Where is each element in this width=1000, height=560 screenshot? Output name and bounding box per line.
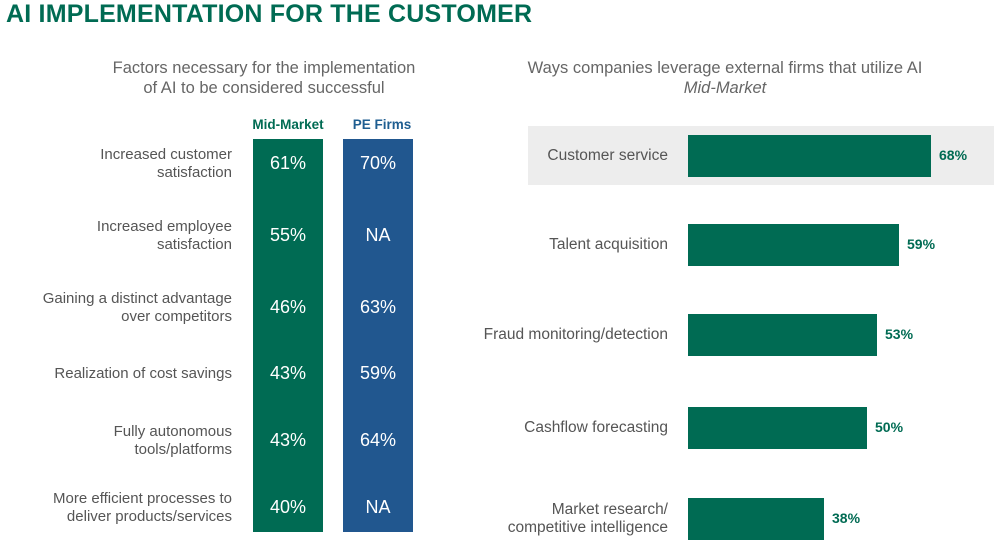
- bar: [688, 135, 931, 177]
- row-label-line: satisfaction: [156, 164, 232, 181]
- pe-firms-column-bar: [343, 139, 413, 532]
- pe-firms-value: 59%: [359, 363, 397, 383]
- bar-value-label: 53%: [885, 326, 914, 342]
- bar-category-label-line: competitive intelligence: [507, 519, 668, 536]
- pe-firms-value: 63%: [359, 297, 397, 317]
- column-header-pe-firms: PE Firms: [352, 117, 412, 132]
- row-label-line: tools/platforms: [134, 441, 232, 458]
- bar-value-label: 68%: [939, 147, 968, 163]
- pe-firms-value: NA: [365, 497, 391, 517]
- mid-market-value: 43%: [269, 430, 307, 450]
- right-chart-title: Ways companies leverage external firms t…: [500, 58, 950, 98]
- bar-value-label: 50%: [875, 419, 904, 435]
- right-chart-title-line: Ways companies leverage external firms t…: [527, 59, 923, 77]
- row-label-line: Increased customer: [100, 146, 232, 163]
- mid-market-value: 40%: [269, 497, 307, 517]
- mid-market-column-bar: [253, 139, 323, 532]
- bar-category-label-line: Fraud monitoring/detection: [483, 326, 668, 343]
- column-header-mid-market: Mid-Market: [252, 117, 324, 132]
- row-label-line: Realization of cost savings: [54, 365, 232, 382]
- bar-category-label: Fraud monitoring/detection: [408, 326, 668, 344]
- row-label-line: over competitors: [121, 308, 232, 325]
- row-label-line: More efficient processes to: [53, 490, 232, 507]
- bar-category-label: Cashflow forecasting: [408, 419, 668, 437]
- bar-category-label: Market research/competitive intelligence: [408, 501, 668, 537]
- row-label-line: Gaining a distinct advantage: [42, 290, 232, 307]
- mid-market-value: 61%: [269, 153, 307, 173]
- row-label-line: Fully autonomous: [113, 423, 232, 440]
- page-title: AI IMPLEMENTATION FOR THE CUSTOMER: [6, 0, 533, 28]
- bar-value-label: 59%: [907, 236, 936, 252]
- right-chart-subtitle: Mid-Market: [683, 79, 767, 97]
- mid-market-value: 46%: [269, 297, 307, 317]
- bar-category-label: Talent acquisition: [408, 236, 668, 254]
- row-label-line: satisfaction: [156, 236, 232, 253]
- left-chart-title: Factors necessary for the implementation…: [60, 58, 468, 98]
- pe-firms-value: 70%: [359, 153, 397, 173]
- bar: [688, 407, 867, 449]
- mid-market-value: 55%: [269, 225, 307, 245]
- bar-value-label: 38%: [832, 510, 861, 526]
- bar-category-label: Customer service: [408, 147, 668, 165]
- left-chart-title-line1: Factors necessary for the implementation: [112, 59, 416, 77]
- bar-category-label-line: Cashflow forecasting: [524, 419, 668, 436]
- bar-category-label-line: Market research/: [551, 501, 668, 518]
- bar: [688, 224, 899, 266]
- bar: [688, 314, 877, 356]
- bar: [688, 498, 824, 540]
- pe-firms-value: 64%: [359, 430, 397, 450]
- row-label: Realization of cost savings: [2, 365, 232, 383]
- pe-firms-value: NA: [365, 225, 391, 245]
- bar-category-label-line: Customer service: [547, 147, 668, 164]
- bar-category-label-line: Talent acquisition: [549, 236, 668, 253]
- left-chart-title-line2: of AI to be considered successful: [143, 79, 385, 97]
- mid-market-value: 43%: [269, 363, 307, 383]
- row-label-line: deliver products/services: [66, 508, 232, 525]
- row-label-line: Increased employee: [96, 218, 232, 235]
